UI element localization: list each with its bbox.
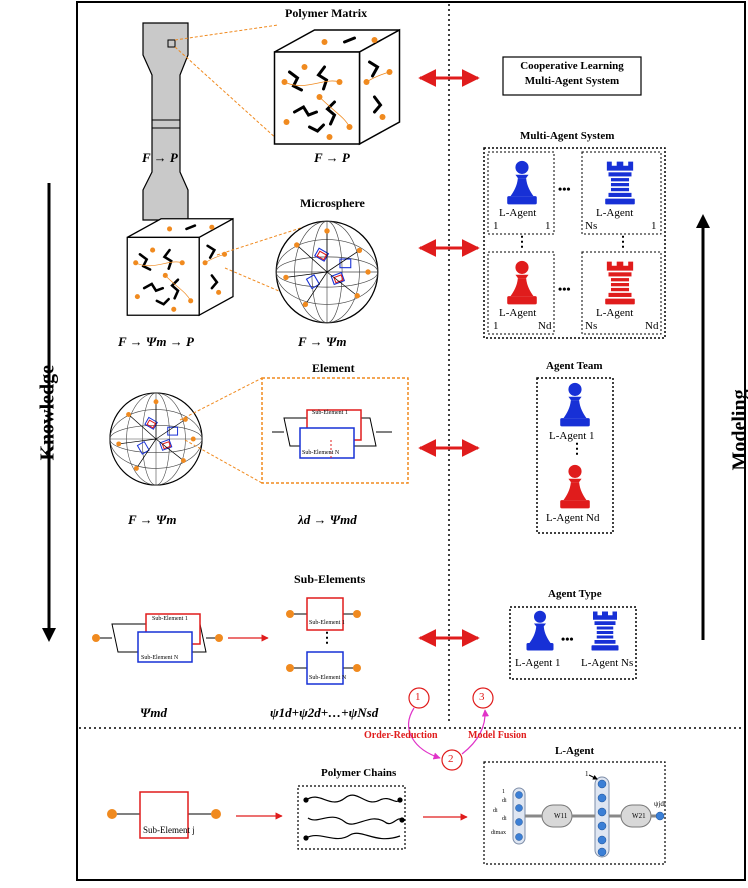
- l-agent-ns1-sub-b: 1: [651, 220, 657, 232]
- element-subN-label: Sub-Element N: [302, 450, 340, 456]
- nn-input-3: di: [502, 816, 507, 822]
- neural-net: [512, 774, 665, 858]
- l-agent-nn-box: [483, 761, 666, 865]
- circle-2-label: 2: [448, 753, 454, 765]
- formula-r1-left: F → P: [142, 150, 178, 165]
- pawn-blue-icon: [507, 160, 537, 205]
- polymer-matrix-cube: [272, 28, 402, 146]
- split-subN-label: Sub-Element N: [309, 675, 347, 681]
- polymer-matrix-title: Polymer Matrix: [285, 6, 368, 20]
- rook-red-icon: [605, 261, 635, 305]
- vdots-right: ⋮: [616, 235, 630, 250]
- matrix-cube-2: [125, 217, 235, 317]
- rook-blue-icon: [605, 161, 635, 205]
- multi-agent-title: Multi-Agent System: [520, 130, 615, 142]
- ellipsis-top: •••: [558, 182, 571, 196]
- nn-output: ψjdi: [654, 800, 666, 808]
- circle-1-label: 1: [415, 691, 421, 703]
- cooperative-line-1: Cooperative Learning: [520, 60, 624, 72]
- dogbone-specimen: [142, 22, 189, 221]
- ellipsis-bottom: •••: [558, 282, 571, 296]
- order-reduction-label: Order-Reduction: [364, 730, 438, 741]
- modeling-label: Modeling: [728, 389, 748, 471]
- team-vdots: ⋮: [570, 442, 584, 457]
- nn-w21: W21: [632, 812, 646, 820]
- polymer-chains-box: [297, 785, 406, 850]
- outer-frame: [76, 1, 746, 881]
- l-agent-nsnd: L-Agent: [596, 307, 634, 319]
- formula-r2-right: F → Ψm: [298, 334, 347, 349]
- polymer-chains-title: Polymer Chains: [321, 767, 397, 779]
- l-agent-11-sub-a: 1: [493, 220, 499, 232]
- subelement-combined: [92, 613, 223, 663]
- split-vdots: ⋮: [320, 631, 334, 646]
- polymer-chains: [303, 794, 405, 841]
- formula-r1-right: F → P: [314, 150, 350, 165]
- pawn-red-icon: [507, 260, 537, 305]
- split-sub1-label: Sub-Element 1: [309, 620, 345, 626]
- microsphere-small: [109, 392, 203, 486]
- l-agent-nsnd-sub-b: Nd: [645, 320, 659, 332]
- combined-subN-label: Sub-Element N: [141, 655, 179, 661]
- combined-sub1-label: Sub-Element 1: [152, 616, 188, 622]
- model-fusion-label: Model Fusion: [468, 730, 527, 741]
- l-agent-ns1: L-Agent: [596, 207, 634, 219]
- nn-input-1: di: [502, 798, 507, 804]
- cooperative-line-2: Multi-Agent System: [524, 75, 620, 87]
- agent-type-title: Agent Type: [548, 588, 602, 600]
- knowledge-label: Knowledge: [36, 364, 59, 461]
- microsphere: [275, 220, 379, 324]
- l-agent-title: L-Agent: [555, 745, 595, 757]
- cooperative-box: [502, 56, 642, 96]
- formula-r4-right: ψ1d+ψ2d+…+ψNsd: [270, 705, 379, 720]
- circle-3-label: 3: [479, 691, 485, 703]
- multi-agent-box: [483, 147, 666, 339]
- agent-team-box: [536, 377, 614, 534]
- type-agent-1: L-Agent 1: [515, 657, 561, 669]
- subelement-split: [286, 597, 361, 685]
- l-agent-1nd-sub-b: Nd: [538, 320, 552, 332]
- subelement-j: [107, 791, 221, 839]
- order-reduction-arrow: [408, 707, 441, 760]
- l-agent-nsnd-sub-a: Ns: [585, 320, 598, 332]
- team-agent-nd: L-Agent Nd: [546, 512, 600, 524]
- element-diagram: [272, 409, 392, 459]
- formula-r2-left: F → Ψm → P: [118, 334, 194, 349]
- circle-2: [441, 749, 463, 771]
- agent-team-title: Agent Team: [546, 360, 603, 372]
- team-pawn-red-icon: [560, 464, 590, 509]
- nn-bias: 1: [585, 770, 589, 778]
- type-ellipsis: •••: [561, 632, 574, 646]
- nn-input-4: dimax: [491, 830, 506, 836]
- nn-input-2: di: [493, 808, 498, 814]
- sub-elements-title: Sub-Elements: [294, 572, 366, 586]
- circle-1: [408, 687, 430, 709]
- nn-input-0: 1: [502, 789, 505, 795]
- l-agent-1nd: L-Agent: [499, 307, 537, 319]
- subelement-j-label: Sub-Element j: [143, 825, 195, 835]
- element-box: [261, 377, 409, 484]
- formula-r3-right: λd → Ψmd: [298, 512, 357, 527]
- vdots-left: ⋮: [515, 235, 529, 250]
- element-sub1-label: Sub-Element 1: [312, 410, 348, 416]
- team-agent-1: L-Agent 1: [549, 430, 595, 442]
- formula-r4-left: Ψmd: [140, 705, 168, 720]
- type-rook-icon: [591, 611, 619, 651]
- nn-w11: W11: [554, 812, 568, 820]
- l-agent-1nd-sub-a: 1: [493, 320, 499, 332]
- formula-r3-left: F → Ψm: [128, 512, 177, 527]
- l-agent-11: L-Agent: [499, 207, 537, 219]
- element-title: Element: [312, 361, 355, 375]
- l-agent-11-sub-b: 1: [545, 220, 551, 232]
- team-pawn-blue-icon: [560, 382, 590, 427]
- type-pawn-icon: [526, 610, 554, 651]
- type-agent-ns: L-Agent Ns: [581, 657, 634, 669]
- microsphere-title: Microsphere: [300, 196, 365, 210]
- circle-3: [472, 687, 494, 709]
- agent-type-box: [509, 606, 637, 680]
- model-fusion-arrow: [461, 709, 490, 755]
- l-agent-ns1-sub-a: Ns: [585, 220, 598, 232]
